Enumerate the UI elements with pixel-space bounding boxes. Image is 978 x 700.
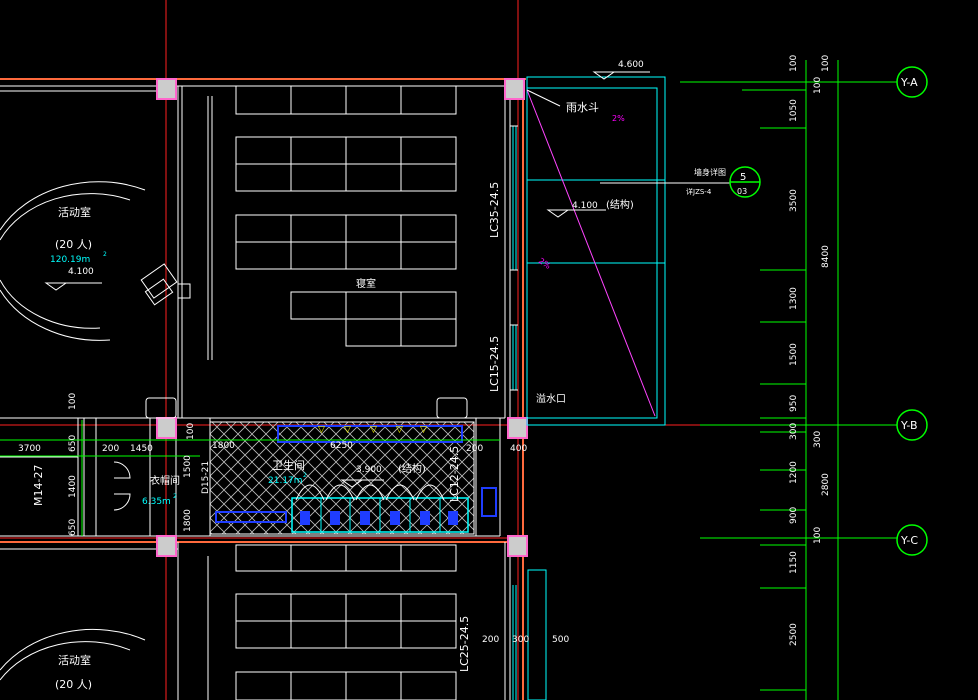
axis-label-yb: Y-B [900,419,918,432]
svg-text:▽: ▽ [344,425,351,435]
label-activity-room-1-capacity: (20 人) [55,238,92,251]
axis-label-ya: Y-A [900,76,918,89]
label-activity-room-1-level: 4.100 [68,267,94,277]
dim-8400: 8400 [821,245,831,268]
axis-label-yc: Y-C [900,534,918,547]
label-cloakroom: 衣帽间 [150,474,180,487]
axis-bubbles [729,66,928,556]
window-frames [145,125,518,419]
bed-grid [235,85,457,700]
seat-ring-upper [0,181,146,341]
dim-6250: 6250 [330,441,353,451]
label-toilet-area-sup: 2 [303,472,307,479]
dimension-lines-right [680,60,900,700]
label-activity-room-1-area: 120.19m [50,255,90,265]
dim-950: 950 [789,395,799,412]
label-toilet-area: 21.17m [268,476,303,486]
dim-1800-a: 1800 [212,441,235,451]
label-activity-room-1: 活动室 [58,205,91,219]
urinals [300,511,458,525]
label-toilet-level: 3.900 [356,465,382,475]
dim-bottom-200: 200 [482,635,499,645]
label-window-lc25: LC25-24.5 [458,616,471,672]
slab-edge [0,78,526,700]
label-overflow: 溢水口 [536,392,566,405]
label-rain-outlet: 雨水斗 [566,101,599,114]
label-activity-room-1-area-sup: 2 [103,251,107,258]
dim-1050: 1050 [789,99,799,122]
roof-outline [526,76,666,700]
dim-200-b: 200 [466,444,483,454]
label-door-d15: D15-21 [201,461,211,494]
label-window-lc35: LC35-24.5 [488,182,501,238]
dim-100-left: 100 [68,393,78,410]
dim-1150: 1150 [789,551,799,574]
level-symbols [44,71,650,488]
label-toilet: 卫生间 [272,458,305,472]
dim-1300: 1300 [789,287,799,310]
dim-400: 400 [510,444,527,454]
svg-text:▽: ▽ [396,425,403,435]
label-window-lc15: LC15-24.5 [488,336,501,392]
dim-1400: 1400 [68,475,78,498]
dim-text-bottom: 200 300 500 [482,635,569,645]
dim-1500-door: 1500 [183,455,193,478]
label-detail-sheet: 03 [737,187,747,196]
label-wall-detail-ref: 详JZS-4 [686,187,712,196]
walls [0,85,511,700]
label-window-lc12: LC12-24.5 [448,446,461,502]
dim-text-right: 100 100 100 1050 3500 1300 1500 950 8400… [789,55,831,646]
dim-bottom-300: 300 [512,635,529,645]
label-wall-detail: 墙身详图 [694,167,726,177]
activity-table [140,263,191,306]
dim-100-ya: 100 [813,77,823,94]
dim-200: 200 [102,444,119,454]
dim-300-b: 300 [813,431,823,448]
label-cloakroom-area-sup: 2 [173,493,177,500]
roof-ridge-line [526,89,656,417]
dim-3500: 3500 [789,189,799,212]
dim-1800-b: 1800 [183,509,193,532]
toilet-hatch [209,421,475,535]
dim-1200: 1200 [789,461,799,484]
dim-100-top-a: 100 [789,55,799,72]
dim-300-a: 300 [789,423,799,440]
dim-100-yc: 100 [813,527,823,544]
svg-text:▽: ▽ [420,425,427,435]
label-cloakroom-area: 6.35m [142,497,171,507]
dim-3700: 3700 [18,444,41,454]
toilet-fixtures [215,425,497,533]
svg-text:▽: ▽ [370,425,377,435]
dim-2500: 2500 [789,623,799,646]
label-door-m14: M14-27 [32,465,45,506]
dim-650-bot: 650 [68,519,78,536]
label-activity-room-2: 活动室 [58,653,91,667]
dim-100-mid: 100 [186,423,196,440]
label-roof-level-top: 4.600 [618,60,644,70]
dim-2800: 2800 [821,473,831,496]
dim-bottom-500: 500 [552,635,569,645]
label-roof-level-struct: 4.100 [572,201,598,211]
cloakroom-door [113,461,131,511]
label-roof-slope-1: 2% [612,114,625,123]
columns [156,78,528,557]
dim-100-top-b: 100 [821,55,831,72]
seat-ring-lower [0,628,146,681]
label-roof-level-struct-note: (结构) [606,198,634,211]
label-detail-number: 5 [740,172,746,183]
window-sills [512,126,517,700]
rain-outlet-leader [526,89,561,107]
label-bedroom: 寝室 [356,277,376,290]
dim-text-corridor: 3700 650 100 200 1450 100 1800 6250 200 … [18,393,527,536]
label-toilet-level-note: (结构) [398,462,426,475]
dim-900: 900 [789,507,799,524]
dim-1500: 1500 [789,343,799,366]
dim-650-top: 650 [68,435,78,452]
label-activity-room-2-capacity: (20 人) [55,678,92,691]
dim-1450: 1450 [130,444,153,454]
svg-text:▽: ▽ [318,425,325,435]
floor-drains: ▽ ▽ ▽ ▽ ▽ [318,425,427,435]
dimension-lines-corridor [0,420,500,536]
